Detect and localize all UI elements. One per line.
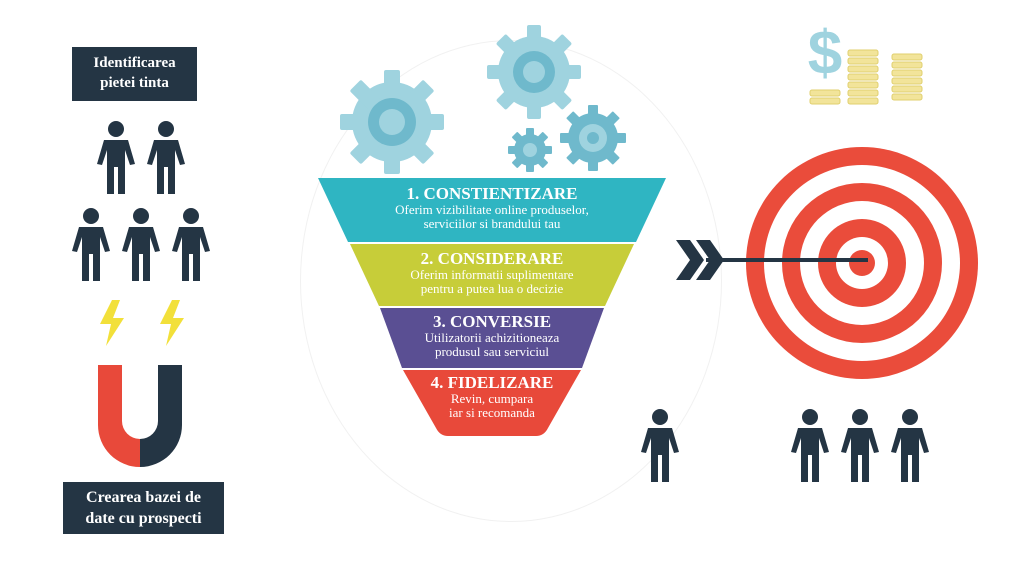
funnel-stage-title: 3. CONVERSIE [432, 312, 552, 331]
person-icon [890, 408, 930, 482]
lightning-icon [100, 300, 124, 346]
funnel-stage-title: 1. CONSTIENTIZARE [406, 184, 578, 203]
funnel-stage-desc: iar si recomanda [449, 405, 535, 420]
funnel-stage-desc: pentru a putea lua o decizie [420, 281, 564, 296]
person-icon [146, 120, 186, 194]
target-icon [746, 147, 978, 379]
funnel-stage-title: 2. CONSIDERARE [420, 249, 564, 268]
funnel-stage-desc: produsul sau serviciul [434, 344, 550, 359]
prospect-database-label-line2: date cu prospecti [85, 510, 202, 527]
magnet-icon [98, 365, 182, 467]
person-icon [121, 207, 161, 281]
funnel-stage-awareness [318, 178, 666, 242]
target-market-label: Identificarea pietei tinta [72, 47, 197, 101]
person-icon [790, 408, 830, 482]
funnel-stage-awareness-text: 1. CONSTIENTIZARE Oferim vizibilitate on… [318, 184, 666, 231]
coin-stack-icon [809, 49, 923, 105]
funnel-stage-conversion [380, 308, 604, 368]
person-icon [171, 207, 211, 281]
funnel-stage-desc: Revin, cumpara [450, 391, 534, 406]
funnel-stage-loyalty-text: 4. FIDELIZARE Revin, cumpara iar si reco… [318, 373, 666, 420]
gear-icon [560, 105, 626, 171]
person-icon [71, 207, 111, 281]
funnel-stage-loyalty [403, 370, 581, 436]
lightning-icon [160, 300, 184, 346]
gear-icon [487, 25, 581, 119]
funnel-stage-conversion-text: 3. CONVERSIE Utilizatorii achizitioneaza… [318, 312, 666, 359]
target-market-label-line2: pietei tinta [100, 75, 169, 91]
funnel-stage-desc: serviciilor si brandului tau [423, 216, 561, 231]
gear-icon [340, 70, 444, 174]
prospect-database-label: Crearea bazei de date cu prospecti [63, 482, 224, 534]
funnel-stage-title: 4. FIDELIZARE [430, 373, 554, 392]
funnel-stage-consideration-text: 2. CONSIDERARE Oferim informatii suplime… [318, 249, 666, 296]
funnel-stage-desc: Oferim informatii suplimentare [410, 267, 574, 282]
prospect-database-label-line1: Crearea bazei de [86, 489, 201, 506]
target-market-label-line1: Identificarea [93, 55, 176, 71]
funnel-stage-desc: Oferim vizibilitate online produselor, [395, 202, 589, 217]
funnel-stage-consideration [350, 244, 634, 306]
gear-icon [508, 128, 552, 172]
arrow-icon [676, 240, 868, 280]
funnel-stage-desc: Utilizatorii achizitioneaza [424, 330, 560, 345]
person-icon [840, 408, 880, 482]
dollar-icon: $ [807, 19, 843, 88]
person-icon [96, 120, 136, 194]
person-icon [640, 408, 680, 482]
marketing-funnel [318, 178, 666, 436]
